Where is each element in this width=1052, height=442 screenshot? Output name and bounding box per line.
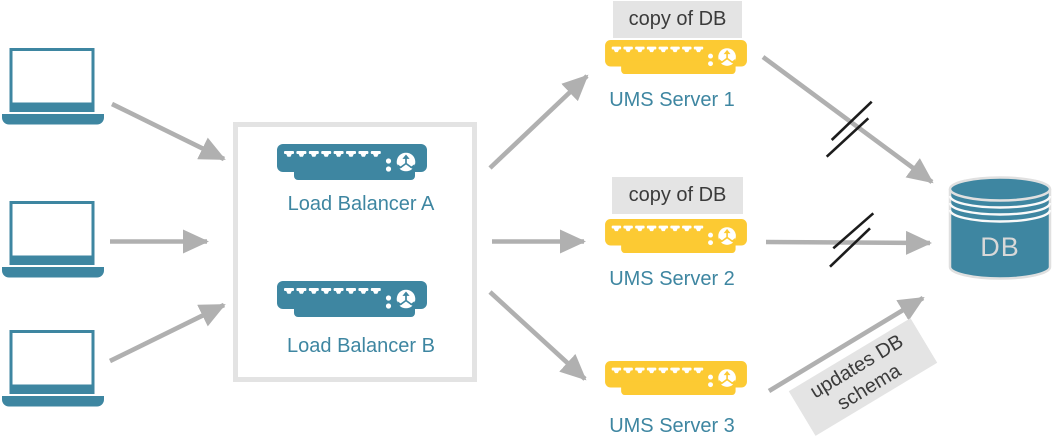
- ums-server-1-icon: [605, 40, 747, 75]
- broken-link-slash-ums2-b: [829, 227, 871, 268]
- load-balancer-b-icon: [277, 281, 427, 318]
- ums-server-1-label: UMS Server 1: [609, 89, 735, 111]
- ums-server-3-icon: [605, 361, 747, 396]
- broken-link-slash-ums1-b: [825, 117, 870, 158]
- database-cylinder-icon: [948, 176, 1052, 280]
- broken-link-slash-ums2-a: [832, 212, 875, 250]
- arrow-ums1-to-db: [761, 55, 934, 184]
- ums1-copy-of-db-tag: copy of DB: [613, 1, 742, 38]
- arrow-loadbalancer-to-ums1: [488, 74, 589, 170]
- ums-server-3-label: UMS Server 3: [609, 415, 735, 437]
- broken-link-slash-ums1-a: [830, 100, 873, 141]
- arrow-client1-to-loadbalancer: [110, 101, 226, 162]
- client-laptop-icon: [2, 201, 104, 279]
- client-laptop-icon: [2, 48, 104, 126]
- arrow-ums2-to-db: [765, 230, 932, 255]
- ums-server-2-icon: [605, 219, 747, 254]
- load-balancer-a-label: Load Balancer A: [287, 193, 435, 215]
- ums2-copy-of-db-tag: copy of DB: [612, 177, 743, 214]
- arrow-loadbalancer-to-ums3: [488, 290, 587, 381]
- updates-db-schema-note: updates DB schema: [788, 318, 938, 436]
- load-balancer-b-label: Load Balancer B: [287, 335, 435, 357]
- ums-server-2-label: UMS Server 2: [609, 268, 735, 290]
- load-balancer-a-icon: [277, 144, 427, 181]
- client-laptop-icon: [2, 330, 104, 408]
- database-label: DB: [980, 232, 1020, 262]
- arrow-client3-to-loadbalancer: [108, 302, 226, 364]
